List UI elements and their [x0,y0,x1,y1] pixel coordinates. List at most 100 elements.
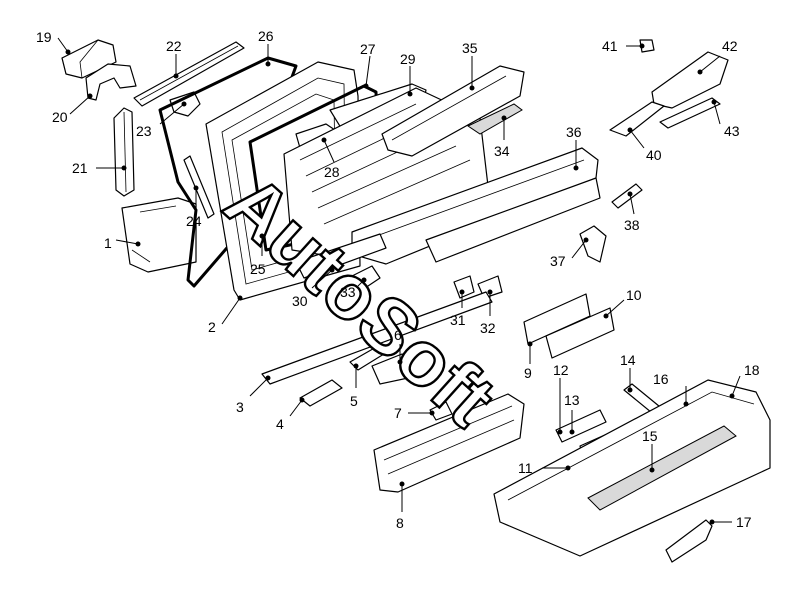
callout-35: 35 [462,40,478,91]
callout-19: 19 [36,29,71,55]
callout-label: 40 [646,147,662,163]
callout-label: 38 [624,217,640,233]
callout-22: 22 [166,38,182,79]
callout-label: 26 [258,28,274,44]
part-31-clip [453,275,475,299]
callout-label: 43 [724,123,740,139]
callout-29: 29 [400,51,416,97]
callout-labels: 19 20 21 1 22 23 24 25 26 27 28 29 2 30 … [36,28,760,531]
part-26-seal [158,56,298,288]
part-43-wiper-blade [659,97,721,129]
callout-label: 17 [736,514,752,530]
callout-label: 29 [400,51,416,67]
callout-13: 13 [564,392,580,435]
callout-3: 3 [236,375,271,415]
callout-23: 23 [136,101,187,139]
callout-33: 33 [340,277,367,300]
callout-label: 23 [136,123,152,139]
callout-label: 21 [72,160,88,176]
callout-label: 5 [350,393,358,409]
callout-41: 41 [602,38,645,54]
callout-2: 2 [208,295,243,335]
part-7-clip [429,401,453,421]
callout-label: 30 [292,293,308,309]
part-3-strip [261,291,493,385]
callout-label: 37 [550,253,566,269]
callout-label: 31 [450,312,466,328]
callout-28: 28 [321,137,340,180]
part-17-cover [665,519,713,563]
callout-20: 20 [52,93,93,125]
callout-17: 17 [709,514,752,530]
part-35-spoiler [381,65,525,157]
part-30-trim [295,233,387,279]
callout-label: 6 [394,327,402,343]
callout-42: 42 [697,38,738,75]
callout-8: 8 [396,481,405,531]
callout-1: 1 [104,235,141,251]
part-40-wiper-arm [609,101,665,137]
callout-16: 16 [653,371,689,407]
callout-label: 12 [553,362,569,378]
callout-7: 7 [394,405,435,421]
callout-label: 15 [642,428,658,444]
callout-32: 32 [480,289,496,336]
callout-label: 2 [208,319,216,335]
part-21-trim [113,107,135,197]
part-10-plate [545,307,615,359]
part-34-lamp [466,103,523,135]
callout-5: 5 [350,363,359,409]
callout-label: 33 [340,284,356,300]
part-38-badge [611,183,643,209]
callout-label: 34 [494,143,510,159]
callout-34: 34 [494,115,510,159]
callout-27: 27 [360,41,376,89]
callout-label: 36 [566,124,582,140]
callout-label: 35 [462,40,478,56]
callout-14: 14 [620,352,636,393]
callout-label: 24 [186,213,202,229]
callout-26: 26 [258,28,274,67]
callout-18: 18 [729,362,760,399]
callout-15: 15 [642,428,658,473]
callout-25: 25 [250,233,266,277]
callout-label: 9 [524,365,532,381]
callout-label: 3 [236,399,244,415]
part-9-plate [523,293,591,345]
part-37-lock [579,225,607,263]
callout-label: 16 [653,371,669,387]
callout-38: 38 [624,191,640,233]
callout-label: 41 [602,38,618,54]
callout-label: 14 [620,352,636,368]
callout-label: 7 [394,405,402,421]
callout-label: 10 [626,287,642,303]
callout-label: 42 [722,38,738,54]
part-24-hinge [183,155,215,219]
callout-24: 24 [186,185,202,229]
part-42-wiper-motor [651,51,729,109]
lower-door-panel [425,177,601,263]
callout-30: 30 [292,267,335,309]
part-12-bracket [555,409,607,443]
callout-11: 11 [518,460,571,476]
callout-label: 11 [518,460,533,476]
callout-label: 27 [360,41,376,57]
callout-31: 31 [450,289,466,328]
part-20-bracket [85,63,137,101]
callout-9: 9 [524,341,533,381]
callout-label: 13 [564,392,580,408]
callout-label: 20 [52,109,68,125]
part-1-panel [121,197,197,273]
callout-label: 4 [276,416,284,432]
callout-4: 4 [276,397,305,432]
part-15-step [587,425,737,511]
callout-6: 6 [394,327,403,365]
callout-36: 36 [566,124,582,171]
callout-43: 43 [711,99,740,139]
callout-37: 37 [550,237,589,269]
part-4-lamp [299,379,343,407]
callout-10: 10 [603,287,642,319]
callout-label: 25 [250,261,266,277]
callout-21: 21 [72,160,127,176]
